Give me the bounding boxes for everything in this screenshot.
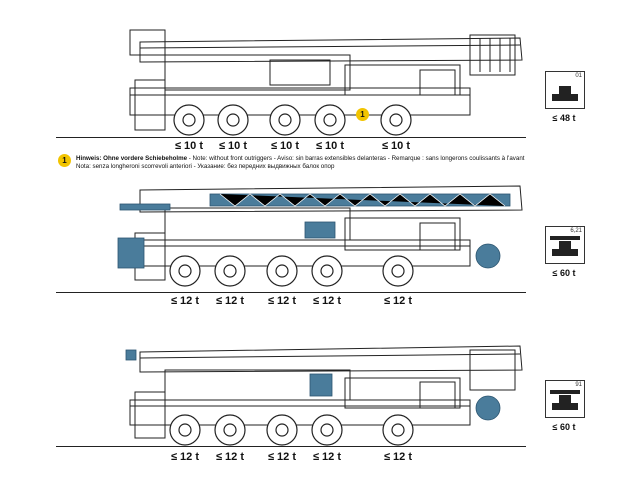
axle-load-label: ≤ 12 t	[215, 295, 245, 307]
note-marker-badge: 1	[356, 108, 369, 121]
ground-line-1	[56, 137, 526, 138]
crane-drawing-3	[125, 345, 523, 446]
axle-load-label: ≤ 12 t	[170, 451, 200, 463]
crane-drawing-2	[117, 185, 523, 287]
axle-load-label: ≤ 12 t	[312, 295, 342, 307]
configuration-code: 01	[575, 73, 582, 79]
axle-load-label: ≤ 10 t	[315, 140, 345, 152]
crane-drawing-1	[129, 29, 523, 136]
note-text: Hinweis: Ohne vordere Schiebeholme - Not…	[76, 155, 576, 171]
axle-load-label: ≤ 12 t	[383, 451, 413, 463]
note-badge-icon: 1	[58, 154, 71, 167]
axle-load-label: ≤ 12 t	[267, 451, 297, 463]
axle-load-label: ≤ 12 t	[215, 451, 245, 463]
note-title: Hinweis: Ohne vordere Schiebeholme	[76, 155, 188, 162]
crane-row-1: 1	[0, 0, 640, 150]
axle-load-label: ≤ 10 t	[270, 140, 300, 152]
axle-load-label: ≤ 12 t	[312, 451, 342, 463]
configuration-icon: 6,21	[545, 226, 585, 264]
configuration-code: 6,21	[570, 228, 582, 234]
total-weight-label: ≤ 60 t	[552, 268, 576, 278]
crane-row-3	[0, 330, 640, 455]
axle-load-label: ≤ 10 t	[174, 140, 204, 152]
ground-line-3	[56, 446, 526, 447]
note-line-2: Nota: senza longheroni scorrevoli anteri…	[76, 163, 335, 170]
axle-load-label: ≤ 10 t	[218, 140, 248, 152]
ground-line-2	[56, 292, 526, 293]
total-weight-label: ≤ 60 t	[552, 422, 576, 432]
crane-row-2	[0, 178, 640, 298]
axle-load-label: ≤ 12 t	[383, 295, 413, 307]
note-line-1: - Note: without front outriggers - Aviso…	[187, 155, 525, 162]
axle-load-label: ≤ 10 t	[381, 140, 411, 152]
total-weight-label: ≤ 48 t	[552, 113, 576, 123]
axle-load-label: ≤ 12 t	[267, 295, 297, 307]
configuration-code: 91	[575, 382, 582, 388]
axle-load-label: ≤ 12 t	[170, 295, 200, 307]
configuration-icon: 01	[545, 71, 585, 109]
configuration-icon: 91	[545, 380, 585, 418]
